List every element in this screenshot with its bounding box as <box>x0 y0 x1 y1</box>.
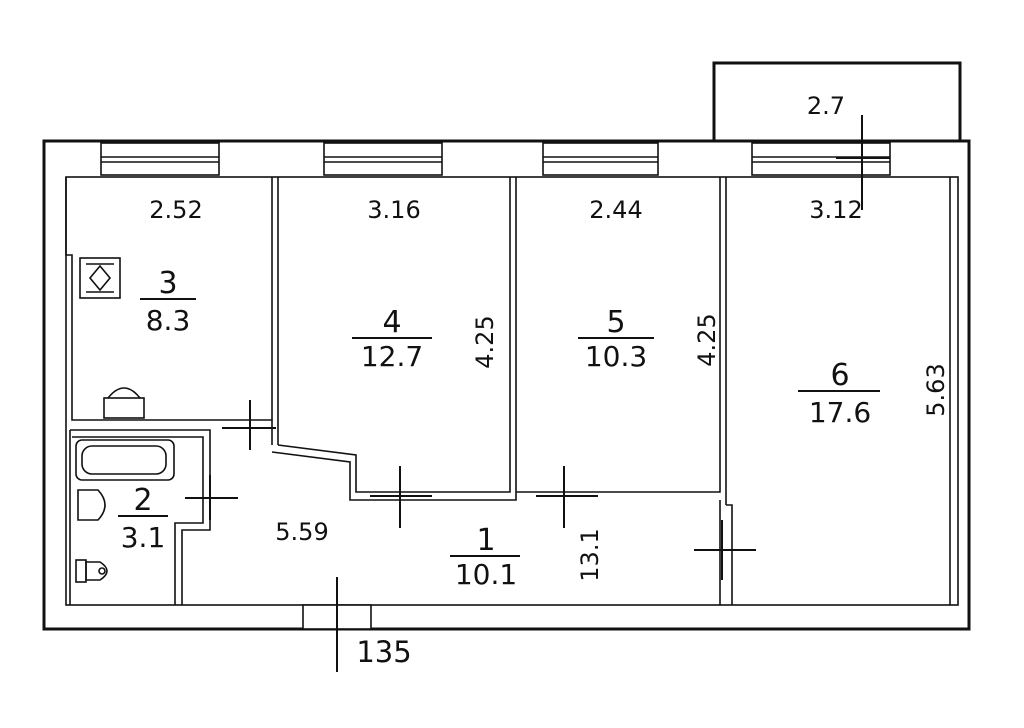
room-area: 3.1 <box>121 521 166 554</box>
room-number: 6 <box>830 358 849 393</box>
dim-room5-width: 2.44 <box>589 196 642 224</box>
room-number: 3 <box>158 266 177 301</box>
stove-icon <box>79 257 121 299</box>
room-area: 8.3 <box>146 304 191 337</box>
dim-room4-width: 3.16 <box>367 196 420 224</box>
room-4-label: 4 12.7 <box>352 305 432 373</box>
room-number: 2 <box>133 483 152 518</box>
room-1-label: 1 10.1 <box>450 523 520 591</box>
room-number: 4 <box>382 305 401 340</box>
room-2-label: 2 3.1 <box>118 483 168 554</box>
room-number: 5 <box>606 305 625 340</box>
door-marks <box>185 115 890 672</box>
dim-room6-width: 3.12 <box>809 196 862 224</box>
dim-room5-depth: 4.25 <box>693 313 721 366</box>
washbasin-icon <box>77 489 106 521</box>
sink-icon <box>103 387 145 419</box>
toilet-icon <box>75 559 108 583</box>
room-area: 17.6 <box>809 396 871 429</box>
fixtures <box>75 257 175 583</box>
room-number: 1 <box>476 523 495 558</box>
dim-balcony: 2.7 <box>807 92 845 120</box>
dim-corridor: 13.1 <box>576 528 604 581</box>
room-area: 12.7 <box>361 340 423 373</box>
dim-room3-width: 2.52 <box>149 196 202 224</box>
outer-walls <box>42 139 971 631</box>
partitions <box>65 177 951 605</box>
window-room5 <box>542 142 659 176</box>
dim-entry: 135 <box>356 635 411 669</box>
room-6-label: 6 17.6 <box>798 358 880 429</box>
dim-room4-depth: 4.25 <box>471 315 499 368</box>
room-3-label: 3 8.3 <box>140 266 196 337</box>
dim-hall-length: 5.59 <box>275 518 328 546</box>
dim-room6-depth: 5.63 <box>922 363 950 416</box>
window-room3 <box>100 142 220 176</box>
room-area: 10.1 <box>455 558 517 591</box>
room-5-label: 5 10.3 <box>578 305 654 373</box>
bathtub-icon <box>75 439 175 481</box>
room-area: 10.3 <box>585 340 647 373</box>
window-room4 <box>323 142 443 176</box>
dimension-labels: 2.7 2.52 3.16 2.44 3.12 4.25 4.25 5.63 5… <box>149 92 950 669</box>
